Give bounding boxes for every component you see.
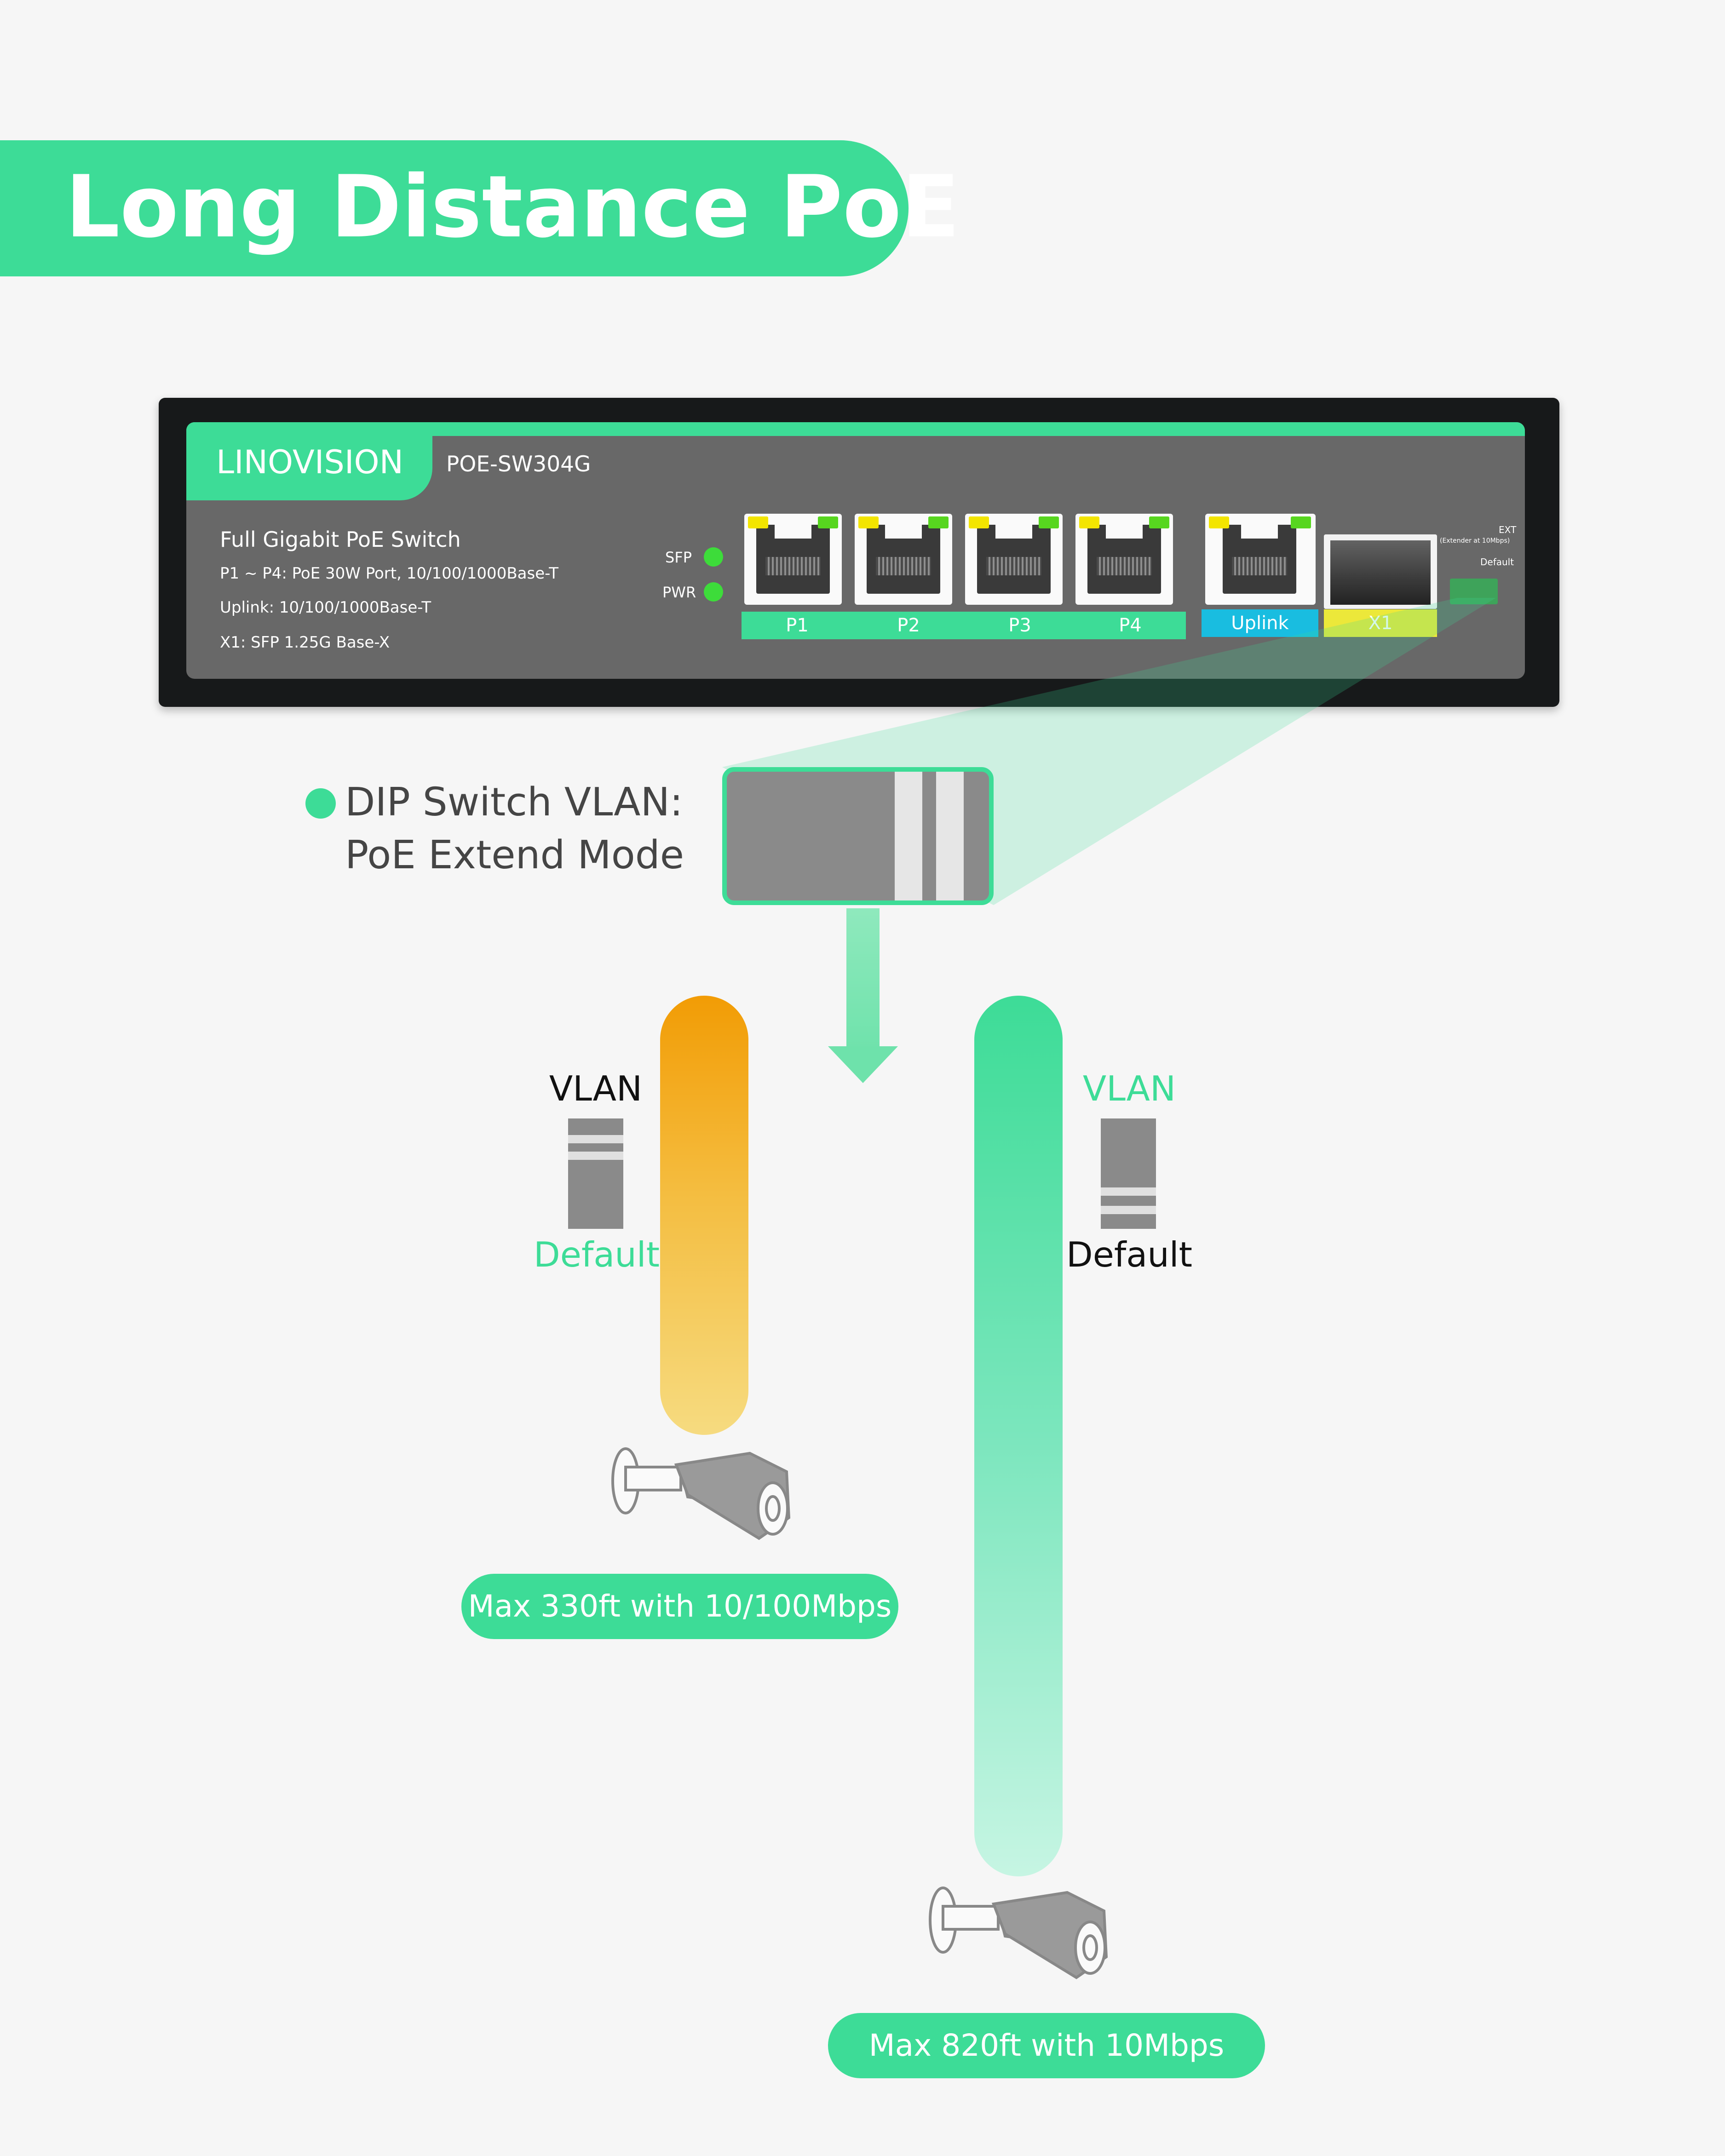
- port-led: [969, 516, 989, 528]
- port-led: [1149, 516, 1169, 528]
- down-arrow-stem: [846, 908, 880, 1055]
- camera-icon: [929, 1886, 1108, 1979]
- rj45-jack: [1223, 525, 1296, 594]
- brand-logo: LINOVISION: [216, 443, 403, 481]
- port-label-p2: P2: [897, 615, 920, 636]
- port-uplink[interactable]: [1205, 514, 1316, 605]
- model-name: POE-SW304G: [446, 452, 591, 477]
- right-default-label: Default: [1066, 1234, 1193, 1275]
- port-led: [858, 516, 879, 528]
- port-led: [928, 516, 949, 528]
- port-led: [748, 516, 768, 528]
- dip-switch-zoom: [722, 767, 994, 905]
- ext-label: EXT: [1499, 524, 1517, 535]
- poe-port-label-bar: P1 P2 P3 P4: [742, 612, 1186, 639]
- port-led: [818, 516, 838, 528]
- port-led: [1291, 516, 1311, 528]
- callout-title: DIP Switch VLAN:: [345, 780, 683, 825]
- rj45-jack: [867, 525, 940, 594]
- port-led: [1079, 516, 1099, 528]
- default-label-small: Default: [1480, 556, 1514, 568]
- rj45-jack: [977, 525, 1051, 594]
- dip-lever: [936, 772, 964, 900]
- callout-subtitle: PoE Extend Mode: [345, 832, 684, 878]
- right-vlan-label: VLAN: [1082, 1068, 1176, 1109]
- title-banner: [0, 140, 908, 276]
- dip-position-mark: [568, 1152, 623, 1160]
- sfp-led: [704, 547, 723, 567]
- led-label-sfp: SFP: [665, 549, 692, 566]
- port-label-p3: P3: [1008, 615, 1031, 636]
- port-label-p1: P1: [786, 615, 809, 636]
- distance-bar-long: [974, 996, 1063, 1876]
- left-dip-indicator: [568, 1118, 623, 1229]
- dip-switch[interactable]: [1450, 579, 1498, 604]
- sfp-label: X1: [1324, 609, 1437, 637]
- spec-title: Full Gigabit PoE Switch: [220, 527, 461, 552]
- port-led: [1039, 516, 1059, 528]
- dip-position-mark: [1101, 1206, 1156, 1214]
- uplink-label: Uplink: [1202, 609, 1318, 637]
- pwr-led: [704, 582, 723, 602]
- distance-pill-short: Max 330ft with 10/100Mbps: [461, 1574, 898, 1639]
- spec-sfp: X1: SFP 1.25G Base-X: [220, 633, 390, 652]
- port-label-p4: P4: [1119, 615, 1142, 636]
- sfp-cage-inner: [1330, 540, 1431, 605]
- dip-position-mark: [568, 1135, 623, 1143]
- brand-block: [186, 422, 432, 500]
- distance-bar-short: [660, 996, 748, 1435]
- spec-ports: P1 ~ P4: PoE 30W Port, 10/100/1000Base-T: [220, 564, 559, 583]
- port-led: [1209, 516, 1229, 528]
- led-label-pwr: PWR: [662, 584, 696, 601]
- down-arrow-icon: [828, 1046, 898, 1083]
- distance-pill-long: Max 820ft with 10Mbps: [828, 2013, 1265, 2078]
- callout-bullet: [305, 788, 336, 819]
- rj45-jack: [756, 525, 830, 594]
- port-p1[interactable]: [744, 514, 842, 605]
- camera-icon: [611, 1447, 791, 1540]
- page-title: Long Distance PoE: [65, 157, 960, 257]
- rj45-jack: [1087, 525, 1161, 594]
- port-p2[interactable]: [855, 514, 952, 605]
- dip-lever: [895, 772, 922, 900]
- spec-uplink: Uplink: 10/100/1000Base-T: [220, 598, 431, 617]
- port-p4[interactable]: [1075, 514, 1173, 605]
- ext-note: (Extender at 10Mbps): [1440, 537, 1510, 545]
- right-dip-indicator: [1101, 1118, 1156, 1229]
- dip-position-mark: [1101, 1187, 1156, 1196]
- left-default-label: Default: [534, 1234, 660, 1275]
- left-vlan-label: VLAN: [549, 1068, 643, 1109]
- port-p3[interactable]: [965, 514, 1063, 605]
